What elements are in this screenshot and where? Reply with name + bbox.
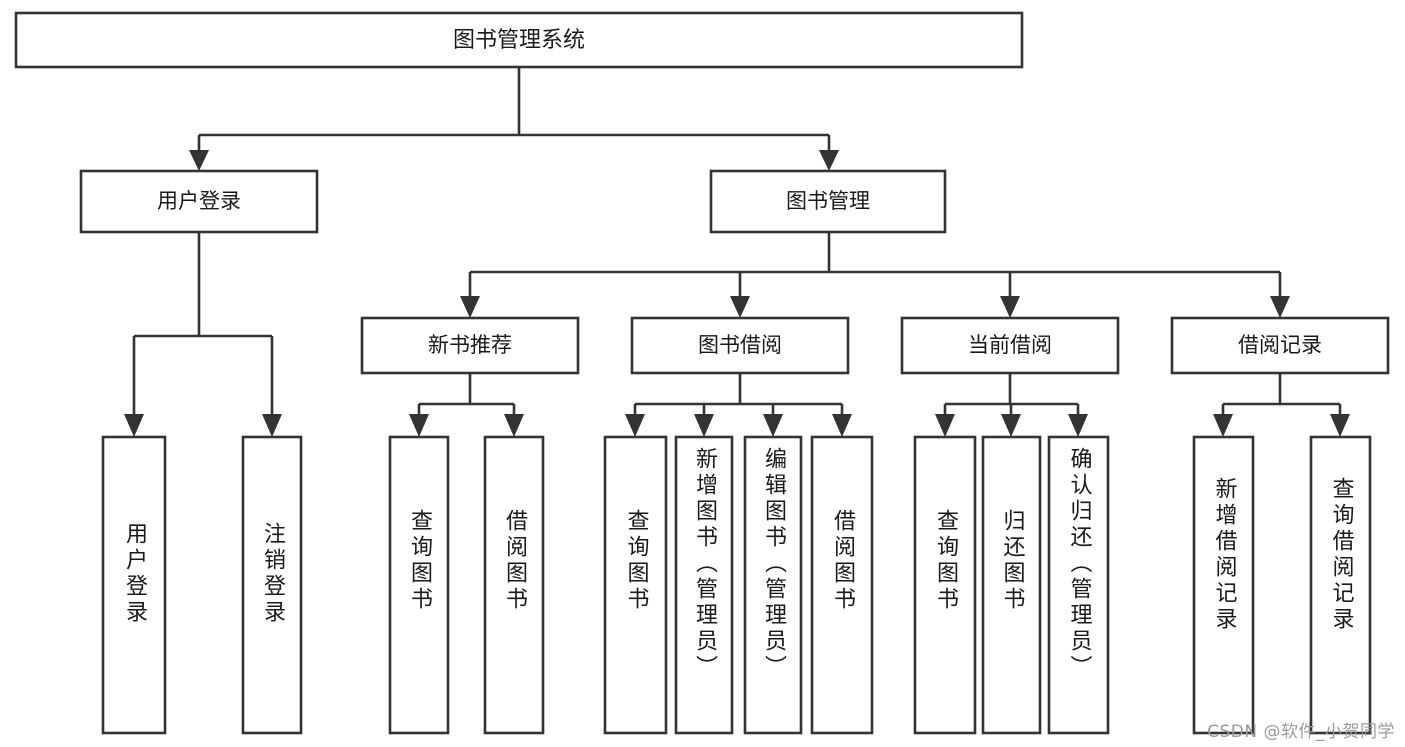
node-user-login[interactable]: 用户登录 [79,169,319,234]
arrowhead-new-book-rec [460,296,480,318]
node-root-box[interactable] [14,11,1024,69]
leaf-box-layer [101,435,1372,735]
arrowhead-user-login [189,150,209,171]
csdn-watermark: CSDN @软件_小贺同学 [1207,722,1395,742]
arrowhead-book-borrow [730,296,750,318]
node-user-login-box[interactable] [79,169,319,234]
node-leaf-confirm-return-box[interactable] [1047,435,1110,735]
node-leaf-user-login-box[interactable] [101,435,167,735]
arrowhead-leaf-edit-book [763,414,783,437]
arrowhead-book-manage [819,150,839,171]
arrowhead-leaf-query-book-1 [409,414,429,437]
arrowhead-leaf-query-record [1330,414,1350,437]
node-book-borrow[interactable]: 图书借阅 [630,316,850,375]
node-borrow-record-box[interactable] [1170,316,1390,375]
node-borrow-record[interactable]: 借阅记录 [1170,316,1390,375]
arrowhead-leaf-add-record [1213,414,1233,437]
arrowhead-leaf-confirm-return [1068,414,1088,437]
node-leaf-borrow-book-1-box[interactable] [483,435,545,735]
node-leaf-query-book-2-box[interactable] [603,435,668,735]
node-leaf-logout-login-box[interactable] [241,435,303,735]
node-book-borrow-label: 图书借阅 [698,333,782,357]
node-leaf-borrow-book-2-box[interactable] [810,435,874,735]
arrowhead-leaf-query-book-2 [625,414,645,437]
node-new-book-rec[interactable]: 新书推荐 [360,316,580,375]
node-book-manage-label: 图书管理 [786,189,870,213]
node-current-borrow-box[interactable] [900,316,1120,375]
node-leaf-add-record-box[interactable] [1192,435,1255,735]
node-new-book-rec-box[interactable] [360,316,580,375]
node-root-label: 图书管理系统 [453,28,585,53]
node-current-borrow[interactable]: 当前借阅 [900,316,1120,375]
node-book-manage[interactable]: 图书管理 [709,169,947,234]
node-leaf-edit-book-box[interactable] [743,435,803,735]
node-leaf-query-book-3-box[interactable] [913,435,977,735]
connector-layer [124,67,1350,437]
node-book-manage-box[interactable] [709,169,947,234]
node-book-borrow-box[interactable] [630,316,850,375]
node-root[interactable]: 图书管理系统 [14,11,1024,69]
node-leaf-query-record-box[interactable] [1309,435,1372,735]
node-leaf-return-book-box[interactable] [981,435,1042,735]
node-borrow-record-label: 借阅记录 [1238,333,1322,357]
arrowhead-current-borrow [1000,296,1020,318]
arrowhead-leaf-borrow-book-2 [832,414,852,437]
node-leaf-add-book-box[interactable] [674,435,734,735]
node-new-book-rec-label: 新书推荐 [428,333,512,357]
node-user-login-label: 用户登录 [157,189,241,213]
arrowhead-leaf-user-login [124,414,144,437]
arrowhead-leaf-add-book [694,414,714,437]
arrowhead-leaf-logout-login [262,414,282,437]
node-current-borrow-label: 当前借阅 [968,333,1052,357]
arrowhead-leaf-query-book-3 [935,414,955,437]
arrowhead-leaf-borrow-book-1 [504,414,524,437]
node-leaf-query-book-1-box[interactable] [388,435,450,735]
arrowhead-leaf-return-book [1001,414,1021,437]
arrowhead-borrow-record [1270,296,1290,318]
